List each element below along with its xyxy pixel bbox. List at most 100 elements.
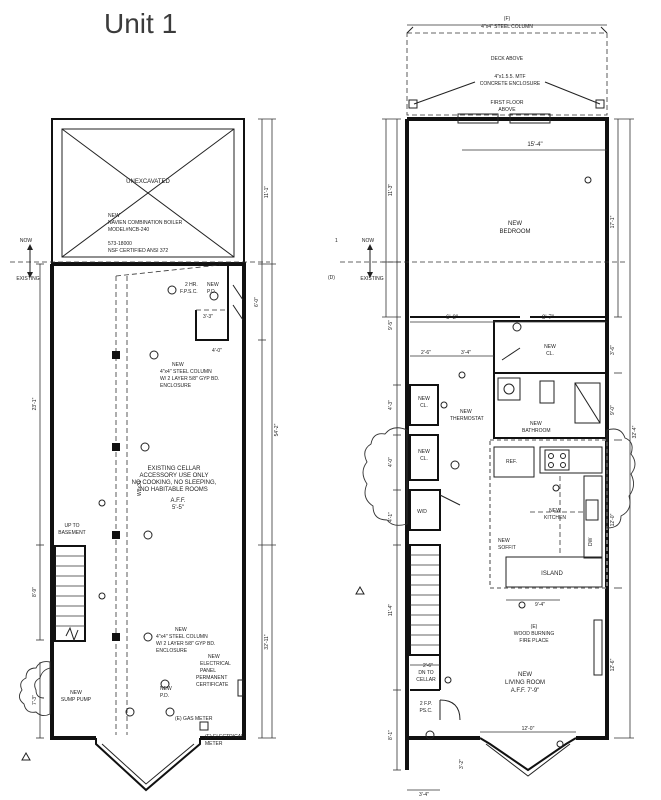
svg-text:CONCRETE ENCLOSURE: CONCRETE ENCLOSURE [480, 81, 541, 87]
svg-text:BASEMENT: BASEMENT [58, 530, 86, 536]
svg-text:2 F.P.: 2 F.P. [420, 701, 432, 707]
svg-text:3'-6": 3'-6" [610, 345, 616, 355]
kitchen-label: NEW [549, 508, 561, 514]
unexcavated-area [51, 118, 245, 265]
svg-text:573-18000: 573-18000 [108, 241, 132, 247]
svg-text:11'-3": 11'-3" [388, 184, 394, 197]
svg-text:ACCESSORY USE ONLY: ACCESSORY USE ONLY [139, 473, 208, 479]
svg-text:FIRST FLOOR: FIRST FLOOR [491, 100, 524, 106]
svg-text:5'-5": 5'-5" [172, 505, 184, 511]
svg-text:BATHROOM: BATHROOM [522, 428, 551, 434]
svg-text:NEW: NEW [175, 627, 187, 633]
svg-text:2'-6": 2'-6" [421, 350, 431, 356]
svg-text:FIRE PLACE: FIRE PLACE [519, 638, 549, 644]
svg-text:EXISTING: EXISTING [16, 276, 39, 282]
svg-text:THERMOSTAT: THERMOSTAT [450, 416, 484, 422]
closet-a [409, 384, 439, 426]
svg-text:4'-3": 4'-3" [388, 400, 394, 410]
svg-text:3'-2": 3'-2" [459, 759, 465, 769]
kitchen-island [505, 556, 603, 588]
svg-text:ENCLOSURE: ENCLOSURE [156, 648, 188, 654]
svg-text:ENCLOSURE: ENCLOSURE [160, 383, 192, 389]
svg-text:1: 1 [335, 238, 338, 244]
svg-text:METER: METER [205, 741, 223, 747]
svg-text:NEW: NEW [498, 538, 510, 544]
boiler-room-wall [195, 264, 229, 341]
svg-text:PERMANENT: PERMANENT [196, 675, 227, 681]
svg-text:3'-4": 3'-4" [419, 792, 429, 798]
svg-text:4"x4" STEEL COLUMN: 4"x4" STEEL COLUMN [160, 369, 212, 375]
svg-text:(D): (D) [328, 275, 335, 281]
svg-text:EXISTING: EXISTING [360, 276, 383, 282]
svg-text:NOW: NOW [20, 238, 33, 244]
svg-text:32'-11": 32'-11" [264, 634, 270, 649]
closet-b [409, 434, 439, 481]
svg-text:P.D.: P.D. [160, 693, 169, 699]
svg-text:CL.: CL. [420, 403, 428, 409]
cellar-stair [54, 545, 86, 642]
svg-text:6'-8": 6'-8" [446, 315, 458, 321]
svg-text:NEW: NEW [207, 282, 219, 288]
svg-text:32'-4": 32'-4" [632, 425, 638, 438]
svg-text:9'-5": 9'-5" [388, 320, 394, 330]
svg-text:23'-1": 23'-1" [32, 397, 38, 410]
svg-text:DW: DW [588, 537, 594, 546]
svg-text:PANEL: PANEL [200, 668, 216, 674]
page-title: Unit 1 [104, 8, 178, 39]
svg-text:3'-3": 3'-3" [203, 314, 213, 320]
svg-text:W/D: W/D [417, 509, 427, 515]
svg-text:SOFFIT: SOFFIT [498, 545, 516, 551]
cellar-wall-right [52, 262, 246, 740]
svg-text:NEW: NEW [108, 213, 120, 219]
cellar-wall-left [50, 264, 96, 740]
svg-text:(E) GAS METER: (E) GAS METER [175, 716, 213, 722]
svg-text:NAVIEN COMBINATION BOILER: NAVIEN COMBINATION BOILER [108, 220, 183, 226]
svg-text:8'-9": 8'-9" [32, 587, 38, 597]
svg-text:(E) ELECTRICAL: (E) ELECTRICAL [205, 734, 244, 740]
svg-text:CL.: CL. [420, 456, 428, 462]
svg-text:NO HABITABLE ROOMS: NO HABITABLE ROOMS [140, 487, 208, 493]
living-bay [479, 737, 577, 772]
svg-text:9'-4": 9'-4" [535, 602, 545, 608]
svg-text:4"x4" STEEL COLUMN: 4"x4" STEEL COLUMN [156, 634, 208, 640]
svg-text:BEDROOM: BEDROOM [499, 229, 530, 235]
svg-text:NEW: NEW [160, 686, 172, 692]
svg-text:8'-1": 8'-1" [388, 730, 394, 740]
floor-stair [409, 544, 441, 656]
svg-text:9'-0": 9'-0" [610, 405, 616, 415]
svg-text:PS.C.: PS.C. [419, 708, 432, 714]
svg-text:NEW: NEW [418, 396, 430, 402]
svg-text:3'-4": 3'-4" [461, 350, 471, 356]
svg-text:REF.: REF. [506, 459, 517, 465]
svg-text:A.F.F.: A.F.F. [170, 498, 185, 504]
svg-text:NEW: NEW [460, 409, 472, 415]
svg-text:6'-0": 6'-0" [254, 297, 260, 307]
svg-text:ELECTRICAL: ELECTRICAL [200, 661, 231, 667]
svg-text:W/ 2 LAYER 5/8" GYP BD.: W/ 2 LAYER 5/8" GYP BD. [160, 376, 219, 382]
cellar-labels: UNEXCAVATED NEW NAVIEN COMBINATION BOILE… [16, 179, 280, 747]
svg-text:P.D.: P.D. [207, 289, 216, 295]
island-label: ISLAND [541, 571, 563, 577]
svg-text:LIVING ROOM: LIVING ROOM [505, 680, 545, 686]
svg-text:11'-1": 11'-1" [264, 186, 270, 199]
svg-text:(F): (F) [504, 16, 511, 22]
svg-text:DN TO: DN TO [418, 670, 433, 676]
svg-text:NEW: NEW [172, 362, 184, 368]
fireplace [593, 619, 603, 676]
svg-text:NEW: NEW [544, 344, 556, 350]
svg-text:NOW: NOW [362, 238, 375, 244]
svg-text:54'-2": 54'-2" [274, 423, 280, 436]
svg-text:UP TO: UP TO [64, 523, 79, 529]
svg-text:SUMP PUMP: SUMP PUMP [61, 697, 92, 703]
svg-text:CELLAR: CELLAR [416, 677, 436, 683]
svg-text:4'-0": 4'-0" [212, 348, 222, 354]
cellar-bay [95, 738, 201, 792]
svg-text:2 HR.: 2 HR. [185, 282, 198, 288]
svg-text:4'-0": 4'-0" [388, 457, 394, 467]
svg-text:CERTIFICATE: CERTIFICATE [196, 682, 229, 688]
laundry [409, 489, 441, 531]
svg-text:F.P.S.C.: F.P.S.C. [180, 289, 198, 295]
cellar-plan [10, 118, 276, 792]
svg-text:8'-7": 8'-7" [542, 315, 554, 321]
svg-text:11'-4": 11'-4" [388, 604, 394, 617]
